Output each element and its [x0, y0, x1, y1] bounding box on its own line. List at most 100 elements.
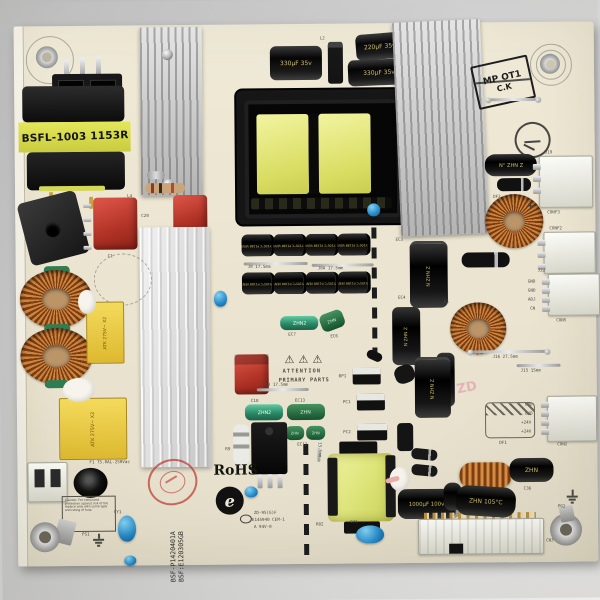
- cap-ceramic-blue: [213, 290, 228, 307]
- connector-notch: [449, 543, 464, 554]
- solder-joint: [535, 96, 542, 103]
- ref-ec13: EC13: [294, 397, 306, 403]
- caution-text: Caution: For continued protection agains…: [64, 498, 109, 512]
- output-transformer-bracket: [327, 457, 338, 516]
- ref-cy1: CY1: [113, 509, 122, 515]
- connector-pin: [540, 410, 550, 417]
- ref-pc1: PC1: [342, 399, 351, 405]
- transistor-small: [397, 423, 414, 452]
- rohs-marking: RoHS: [213, 462, 258, 479]
- cap-ky: KY105°C P1188 VENT: [273, 271, 307, 295]
- input-transformer-label-text: BSFL-1003 1153R: [20, 129, 129, 145]
- transistor-pin: [277, 474, 283, 489]
- connector-cn3: [417, 517, 545, 555]
- ref-ec6: EC6: [330, 333, 338, 339]
- heatsink-top-right: [391, 18, 490, 237]
- cert-oval-mark: [239, 514, 252, 524]
- ref-cy3: CY3: [349, 519, 358, 525]
- isolation-dashed-line: [303, 443, 310, 558]
- ref-ec3: EC3: [395, 237, 404, 242]
- ref-c36: C36: [523, 485, 532, 491]
- input-transformer-label: BSFL-1003 1153R: [18, 121, 131, 153]
- ref-df1: DF1: [499, 440, 507, 446]
- bridge-pin: [83, 217, 92, 222]
- toroid-inductor-lf52: [485, 193, 544, 249]
- toroid-hole: [42, 287, 70, 311]
- solder-joint: [467, 349, 474, 356]
- connector-pin: [541, 278, 550, 285]
- pin-label: GND: [527, 287, 536, 293]
- ref-r82: R82: [315, 521, 324, 527]
- glue-blob: [62, 377, 95, 403]
- transformer-center-post: [308, 113, 320, 194]
- cap-ky: KY105°C P1188 VENT: [273, 233, 307, 257]
- connector-pin: [533, 187, 542, 194]
- input-transformer-core-bottom: [26, 151, 126, 191]
- bridge-pin: [83, 231, 92, 236]
- cap-text: ZHN: [290, 430, 299, 436]
- ref-c20: C20: [141, 213, 149, 219]
- cap-red-top: [234, 354, 269, 365]
- ref-ec4: EC4: [397, 295, 406, 300]
- cap-text: ATK 275V~ X2: [90, 411, 97, 447]
- ul-text-2: E145940 CEM-1: [251, 517, 285, 523]
- board-part-number: BSF-P1420401A BSF:E120305GB: [169, 482, 188, 582]
- cap-text: KY105°C P1188 VENT: [273, 243, 305, 247]
- cap-text: N ZHN Z: [429, 378, 436, 400]
- connector-pin: [532, 163, 541, 170]
- diode-df2: [496, 177, 532, 192]
- rectifier-diode: [411, 463, 438, 478]
- cap-ec-mid: N ZHN Z: [414, 356, 452, 419]
- label-j10: J10 17.5mm: [262, 382, 289, 388]
- bridge-rectifier-hole: [45, 222, 61, 238]
- cap-330uf-a: 330µF 35v: [269, 45, 323, 81]
- optocoupler-top: [352, 367, 381, 375]
- ref-r9: R9: [225, 446, 231, 452]
- cap-x2-safety-2: ATK 275V~ X2: [58, 397, 128, 461]
- cap-text: KY105°C P1188 VENT: [337, 280, 370, 285]
- label-j8a: J8A 17.5mm: [317, 265, 344, 271]
- ul-text-1: ZD-95(G)F: [253, 510, 277, 516]
- cap-text: 330µF 35v: [362, 68, 396, 77]
- warning-triangle-icon: ⚠: [298, 352, 309, 367]
- connector-pin: [542, 305, 551, 312]
- label-conf3: CONF3: [547, 209, 560, 215]
- glue-blob: [77, 289, 97, 314]
- solder-joint: [485, 97, 492, 104]
- cap-zhn-bottom-a: ZHN 105°C: [454, 484, 517, 519]
- ref-l2: L2: [319, 35, 325, 41]
- jumper-wire-j15: [516, 363, 561, 368]
- ground-symbol-icon: [93, 538, 105, 541]
- cap-red-film-c1: [93, 197, 138, 250]
- cap-text: ATK 275V~ X2: [102, 316, 109, 350]
- ground-symbol-icon: [566, 495, 578, 498]
- cap-text: KY105°C P1188 VENT: [273, 281, 306, 285]
- ground-lug-2-hole: [559, 523, 573, 536]
- bridge-pin: [83, 203, 92, 208]
- e-mark-logo: e: [215, 486, 244, 515]
- cap-text: ZHN: [311, 430, 320, 436]
- ref-j19: J19: [544, 149, 553, 155]
- jumper-wire: [488, 97, 539, 102]
- cap-ceramic-blue: [124, 555, 137, 566]
- transformer-winding: [318, 113, 372, 194]
- cap-ec3: N ZHN Z: [409, 240, 449, 309]
- optocoupler-bp1: [352, 367, 381, 385]
- label-j15: J15 15mm: [520, 367, 541, 373]
- ref-ps1: PS1: [82, 531, 90, 537]
- connector-slot: [34, 469, 45, 488]
- label-j8: J8 17.5mm: [247, 264, 271, 270]
- ground-symbol-icon: [95, 541, 103, 544]
- optocoupler-pc1: [356, 393, 385, 411]
- diode-df1-cylinder: [461, 252, 510, 268]
- toroid-hole: [467, 318, 489, 339]
- connector-con5: [547, 273, 600, 316]
- optocoupler-top: [356, 393, 385, 401]
- transistor-pin: [257, 474, 263, 489]
- ref-c18: C18: [250, 398, 259, 404]
- label-con2: CON2: [557, 441, 568, 447]
- cap-ky: KY105°C P1188 VENT: [305, 271, 339, 294]
- cap-text: 330µF 35v: [279, 59, 312, 67]
- toroid-hole: [503, 210, 526, 232]
